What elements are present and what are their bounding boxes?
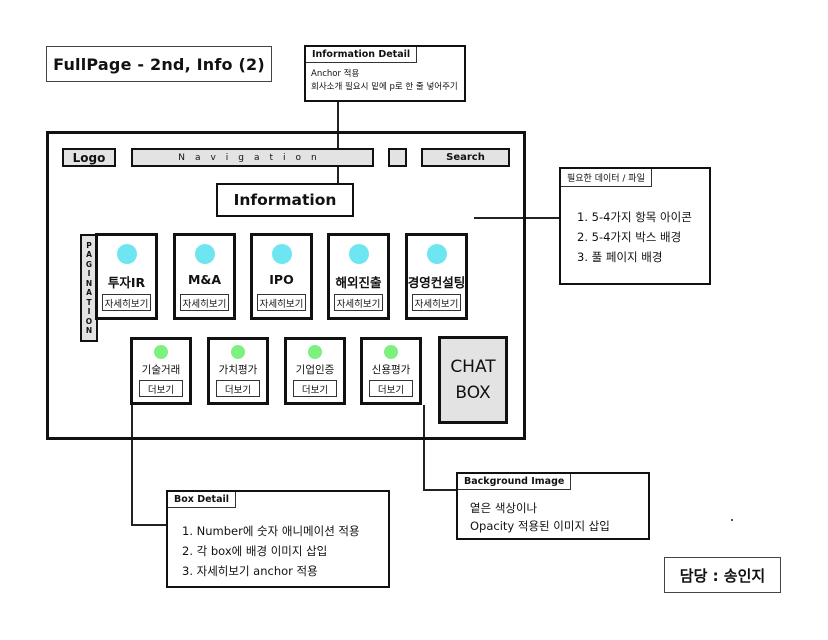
pagination-letter: T xyxy=(86,297,92,307)
card-label: IPO xyxy=(269,272,294,287)
main-card-ma[interactable]: M&A 자세히보기 xyxy=(173,233,236,320)
note-tab: Background Image xyxy=(458,474,572,490)
card-label: 기술거래 xyxy=(141,364,181,376)
diagram-title: FullPage - 2nd, Info (2) xyxy=(46,46,272,82)
note-body: 1. 5-4가지 항목 아이콘 2. 5-4가지 박스 배경 3. 풀 페이지 … xyxy=(577,207,692,267)
pagination-letter: N xyxy=(85,278,93,288)
chat-box-line: CHAT xyxy=(450,356,496,377)
menu-icon[interactable] xyxy=(388,148,407,167)
detail-button[interactable]: 자세히보기 xyxy=(102,294,151,311)
sub-card-tech-trade[interactable]: 기술거래 더보기 xyxy=(130,337,192,405)
detail-button[interactable]: 자세히보기 xyxy=(412,294,461,311)
note-line: Anchor 적용 xyxy=(311,69,360,79)
main-card-ir[interactable]: 투자IR 자세히보기 xyxy=(95,233,158,320)
detail-button[interactable]: 자세히보기 xyxy=(257,294,306,311)
card-label: 해외진출 xyxy=(335,275,382,290)
note-line: 1. Number에 숫자 애니메이션 적용 xyxy=(182,524,360,538)
card-label: 경영컨설팅 xyxy=(407,275,466,290)
card-label: 기업인증 xyxy=(295,364,335,376)
more-button[interactable]: 더보기 xyxy=(139,380,183,397)
logo[interactable]: Logo xyxy=(62,148,116,167)
note-information-detail: Information Detail Anchor 적용 회사소개 필요시 밑에… xyxy=(304,45,466,102)
pagination-letter: I xyxy=(87,269,91,278)
connector-box-detail-v xyxy=(131,405,133,525)
note-body: 1. Number에 숫자 애니메이션 적용 2. 각 box에 배경 이미지 … xyxy=(182,521,360,581)
detail-button[interactable]: 자세히보기 xyxy=(334,294,383,311)
main-card-overseas[interactable]: 해외진출 자세히보기 xyxy=(327,233,390,320)
note-line: 2. 5-4가지 박스 배경 xyxy=(577,230,682,245)
note-box-detail: Box Detail 1. Number에 숫자 애니메이션 적용 2. 각 b… xyxy=(166,490,390,588)
chat-box-line: BOX xyxy=(455,383,491,403)
note-line: 회사소개 필요시 밑에 p로 한 줄 넣어주기 xyxy=(311,82,458,93)
pagination-letter: A xyxy=(86,288,92,297)
note-line: 옅은 색상이나 xyxy=(470,501,538,515)
sub-card-credit[interactable]: 신용평가 더보기 xyxy=(360,337,422,405)
connector-info-detail xyxy=(337,102,339,183)
note-body: 옅은 색상이나 Opacity 적용된 이미지 삽입 xyxy=(470,499,610,536)
item-icon xyxy=(231,345,245,359)
item-icon xyxy=(116,244,137,264)
pagination-letter: N xyxy=(85,326,93,335)
card-label: 가치평가 xyxy=(218,364,258,376)
item-icon xyxy=(426,244,447,264)
note-background-image: Background Image 옅은 색상이나 Opacity 적용된 이미지… xyxy=(456,472,650,540)
note-line: 3. 풀 페이지 배경 xyxy=(577,250,663,265)
page-wireframe xyxy=(46,131,526,440)
note-required-data: 필요한 데이터 / 파일 1. 5-4가지 항목 아이콘 2. 5-4가지 박스… xyxy=(559,167,711,285)
pagination-letter: G xyxy=(85,259,93,269)
more-button[interactable]: 더보기 xyxy=(293,380,337,397)
main-card-consulting[interactable]: 경영컨설팅 자세히보기 xyxy=(405,233,468,320)
note-tab: Box Detail xyxy=(168,492,236,508)
card-label: M&A xyxy=(187,272,221,287)
note-line: 2. 각 box에 배경 이미지 삽입 xyxy=(182,544,328,559)
owner-label: 담당 : 송인지 xyxy=(664,557,781,593)
card-label: 투자IR xyxy=(107,275,146,290)
chat-box[interactable]: CHAT BOX xyxy=(438,336,508,424)
pagination-letter: O xyxy=(85,316,93,326)
note-line: Opacity 적용된 이미지 삽입 xyxy=(470,519,610,534)
item-icon xyxy=(154,345,168,359)
more-button[interactable]: 더보기 xyxy=(216,380,260,397)
pagination-letter: P xyxy=(86,240,92,250)
stray-dot xyxy=(731,519,733,521)
detail-button[interactable]: 자세히보기 xyxy=(180,294,229,311)
note-tab: 필요한 데이터 / 파일 xyxy=(561,169,652,187)
item-icon xyxy=(194,244,215,264)
note-body: Anchor 적용 회사소개 필요시 밑에 p로 한 줄 넣어주기 xyxy=(311,68,458,94)
main-card-ipo[interactable]: IPO 자세히보기 xyxy=(250,233,313,320)
card-label: 신용평가 xyxy=(371,364,411,376)
more-button[interactable]: 더보기 xyxy=(369,380,413,397)
sub-card-valuation[interactable]: 가치평가 더보기 xyxy=(207,337,269,405)
search-button[interactable]: Search xyxy=(421,148,510,167)
sub-card-certification[interactable]: 기업인증 더보기 xyxy=(284,337,346,405)
connector-data-note xyxy=(474,217,560,219)
note-line: 3. 자세히보기 anchor 적용 xyxy=(182,564,318,579)
note-tab: Information Detail xyxy=(306,47,418,63)
item-icon xyxy=(348,244,369,264)
connector-box-detail-h xyxy=(131,524,167,526)
note-line: 1. 5-4가지 항목 아이콘 xyxy=(577,210,692,224)
connector-bg-note-v xyxy=(423,405,425,490)
item-icon xyxy=(271,244,292,264)
section-title: Information xyxy=(216,183,354,217)
item-icon xyxy=(308,345,322,359)
connector-bg-note-h xyxy=(423,489,457,491)
pagination-letter: I xyxy=(87,307,91,316)
pagination-letter: A xyxy=(86,250,92,259)
navigation-bar[interactable]: Navigation xyxy=(131,148,374,167)
item-icon xyxy=(384,345,398,359)
